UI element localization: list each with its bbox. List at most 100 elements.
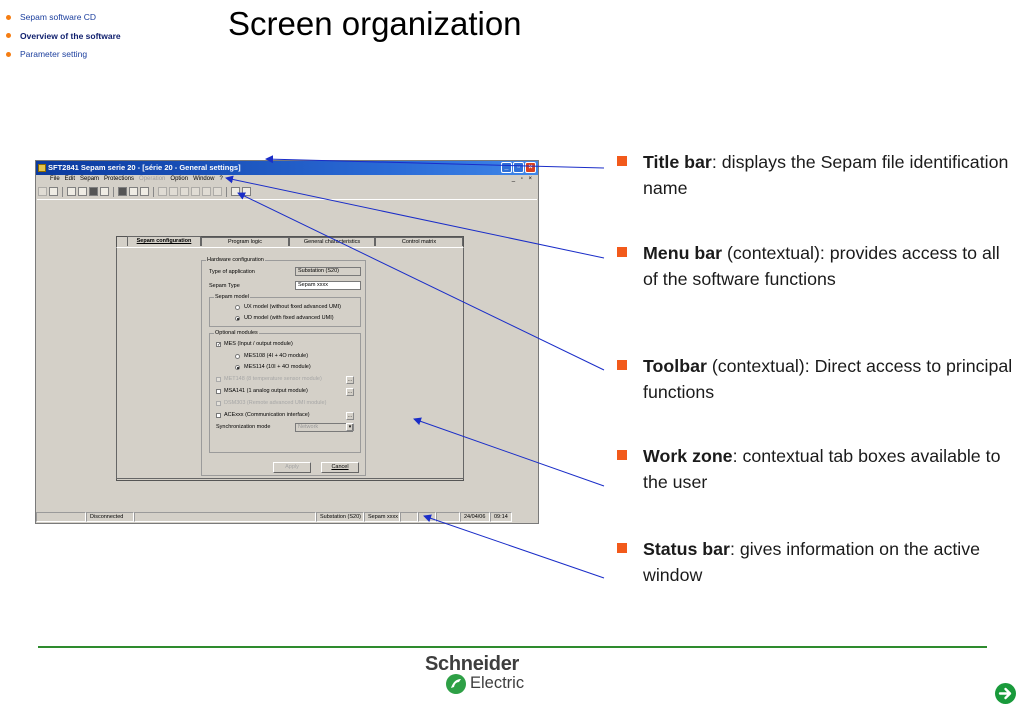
curve-icon[interactable] — [129, 187, 138, 196]
mes-checkbox[interactable]: ✓ — [216, 342, 222, 348]
title-bar-arrow — [265, 155, 605, 169]
work-zone: Sepam configuration Program logic Genera… — [37, 199, 537, 512]
mes108-radio[interactable] — [235, 354, 240, 359]
app-icon — [38, 164, 46, 172]
status-empty-cell — [400, 512, 418, 522]
section-nav: Sepam software CD Overview of the softwa… — [6, 8, 121, 64]
nav-item-sepam-cd[interactable]: Sepam software CD — [6, 8, 121, 27]
mes108-label: MES108 (4I + 4O module) — [244, 353, 309, 359]
save-icon[interactable] — [89, 187, 98, 196]
ace-settings-button[interactable]: ... — [346, 412, 354, 420]
ace-label: ACExxx (Communication interface) — [224, 412, 310, 418]
menu-option[interactable]: Option — [170, 176, 189, 182]
met148-checkbox — [216, 377, 221, 382]
bullet-square-icon — [617, 450, 627, 460]
msa141-checkbox[interactable] — [216, 389, 221, 394]
new-file-icon[interactable] — [67, 187, 76, 196]
dsm303-label: DSM303 (Remote advanced UMI module) — [224, 400, 327, 406]
tab-control-matrix[interactable]: Control matrix — [375, 237, 463, 246]
nav-item-overview[interactable]: Overview of the software — [6, 27, 121, 46]
open-folder-icon[interactable] — [78, 187, 87, 196]
alarm-icon[interactable] — [169, 187, 178, 196]
arrow-right-circle-icon — [998, 687, 1012, 700]
menu-edit[interactable]: Edit — [64, 176, 76, 182]
status-empty-cell — [36, 512, 86, 522]
status-sepam: Sepam xxxx — [364, 512, 400, 522]
help-icon[interactable] — [231, 187, 240, 196]
menu-sepam[interactable]: Sepam — [80, 176, 100, 182]
record-icon[interactable] — [213, 187, 222, 196]
cancel-button[interactable]: Cancel — [321, 462, 359, 473]
warning-icon[interactable] — [202, 187, 211, 196]
menu-bar-arrow — [225, 175, 605, 259]
annotation-text: : gives information on the active window — [643, 539, 981, 585]
sepam-type-field[interactable]: Sepam xxxx — [295, 281, 361, 290]
close-icon[interactable]: × — [525, 162, 536, 173]
footer-divider — [38, 646, 987, 648]
bullet-icon — [6, 33, 11, 39]
bullet-square-icon — [617, 247, 627, 257]
apply-button[interactable]: Apply — [273, 462, 311, 473]
group-label: Hardware configuration — [206, 257, 265, 263]
ace-checkbox[interactable] — [216, 413, 221, 418]
nav-item-label: Overview of the software — [20, 30, 121, 41]
optional-modules-group: Optional modules — [209, 330, 361, 453]
group-label: Sepam model — [214, 294, 250, 300]
measurement-icon[interactable] — [180, 187, 189, 196]
annotation-work-zone: Work zone: contextual tab boxes availabl… — [617, 444, 1017, 495]
met148-settings-button: ... — [346, 376, 354, 384]
minimize-icon[interactable]: _ — [501, 162, 512, 173]
group-label: Optional modules — [214, 330, 259, 336]
window-title: SFT2841 Sepam serie 20 - [série 20 - Gen… — [48, 163, 241, 172]
met148-label: MET148 (8 temperature sensor module) — [224, 376, 322, 382]
annotation-title-bar: Title bar: displays the Sepam file ident… — [617, 150, 1017, 201]
msa141-label: MSA141 (1 analog output module) — [224, 388, 308, 394]
annotation-term: Work zone — [643, 446, 733, 466]
bullet-square-icon — [617, 156, 627, 166]
mes114-radio[interactable] — [235, 365, 240, 370]
annotation-term: Toolbar — [643, 356, 707, 376]
sepam-screen-icon[interactable] — [118, 187, 127, 196]
tab-sepam-configuration[interactable]: Sepam configuration — [127, 236, 201, 246]
status-connection: Disconnected — [86, 512, 134, 522]
annotation-text: : displays the Sepam file identification… — [643, 152, 1009, 198]
window-title-bar: SFT2841 Sepam serie 20 - [série 20 - Gen… — [36, 161, 538, 175]
menu-operation: Operation — [139, 176, 166, 182]
menu-protections[interactable]: Protections — [104, 176, 135, 182]
disconnect-icon[interactable] — [49, 187, 58, 196]
bullet-icon — [6, 51, 11, 57]
sync-mode-label: Synchronization mode — [216, 424, 271, 430]
maximize-icon[interactable]: ▫ — [513, 162, 524, 173]
ud-model-label: UD model (with fixed advanced UMI) — [244, 315, 334, 321]
tab-program-logic[interactable]: Program logic — [201, 237, 289, 246]
next-slide-button[interactable] — [995, 683, 1016, 704]
menu-help[interactable]: ? — [219, 176, 223, 182]
control-icon[interactable] — [191, 187, 200, 196]
context-help-icon[interactable] — [242, 187, 251, 196]
connect-icon[interactable] — [38, 187, 47, 196]
ux-model-label: UX model (without fixed advanced UMI) — [244, 304, 341, 310]
menu-file[interactable]: File — [50, 176, 60, 182]
annotation-text: : contextual tab boxes available to the … — [643, 446, 1001, 492]
menu-bar: File Edit Sepam Protections Operation Op… — [36, 175, 538, 184]
annotation-text: (contextual): Direct access to principal… — [643, 356, 1013, 402]
status-empty-cell — [436, 512, 460, 522]
type-of-application-field: Substation (S20) — [295, 267, 361, 276]
diagnosis-icon[interactable] — [158, 187, 167, 196]
page-title: Screen organization — [228, 5, 522, 42]
ud-model-radio[interactable] — [235, 316, 240, 321]
settings-icon[interactable] — [140, 187, 149, 196]
menu-window[interactable]: Window — [193, 176, 215, 182]
mdi-controls[interactable]: _ ▫ × — [511, 176, 534, 182]
tab-general-characteristics[interactable]: General characteristics — [289, 237, 375, 246]
status-time: 09:14 — [490, 512, 512, 522]
nav-item-parameter-setting[interactable]: Parameter setting — [6, 45, 121, 64]
msa141-settings-button[interactable]: ... — [346, 388, 354, 396]
nav-item-label: Sepam software CD — [20, 12, 97, 22]
work-zone-arrow — [413, 417, 605, 487]
tab-panel: Hardware configuration Type of applicati… — [116, 247, 464, 479]
print-icon[interactable] — [100, 187, 109, 196]
software-screenshot: SFT2841 Sepam serie 20 - [série 20 - Gen… — [35, 160, 539, 524]
ux-model-radio[interactable] — [235, 305, 240, 310]
